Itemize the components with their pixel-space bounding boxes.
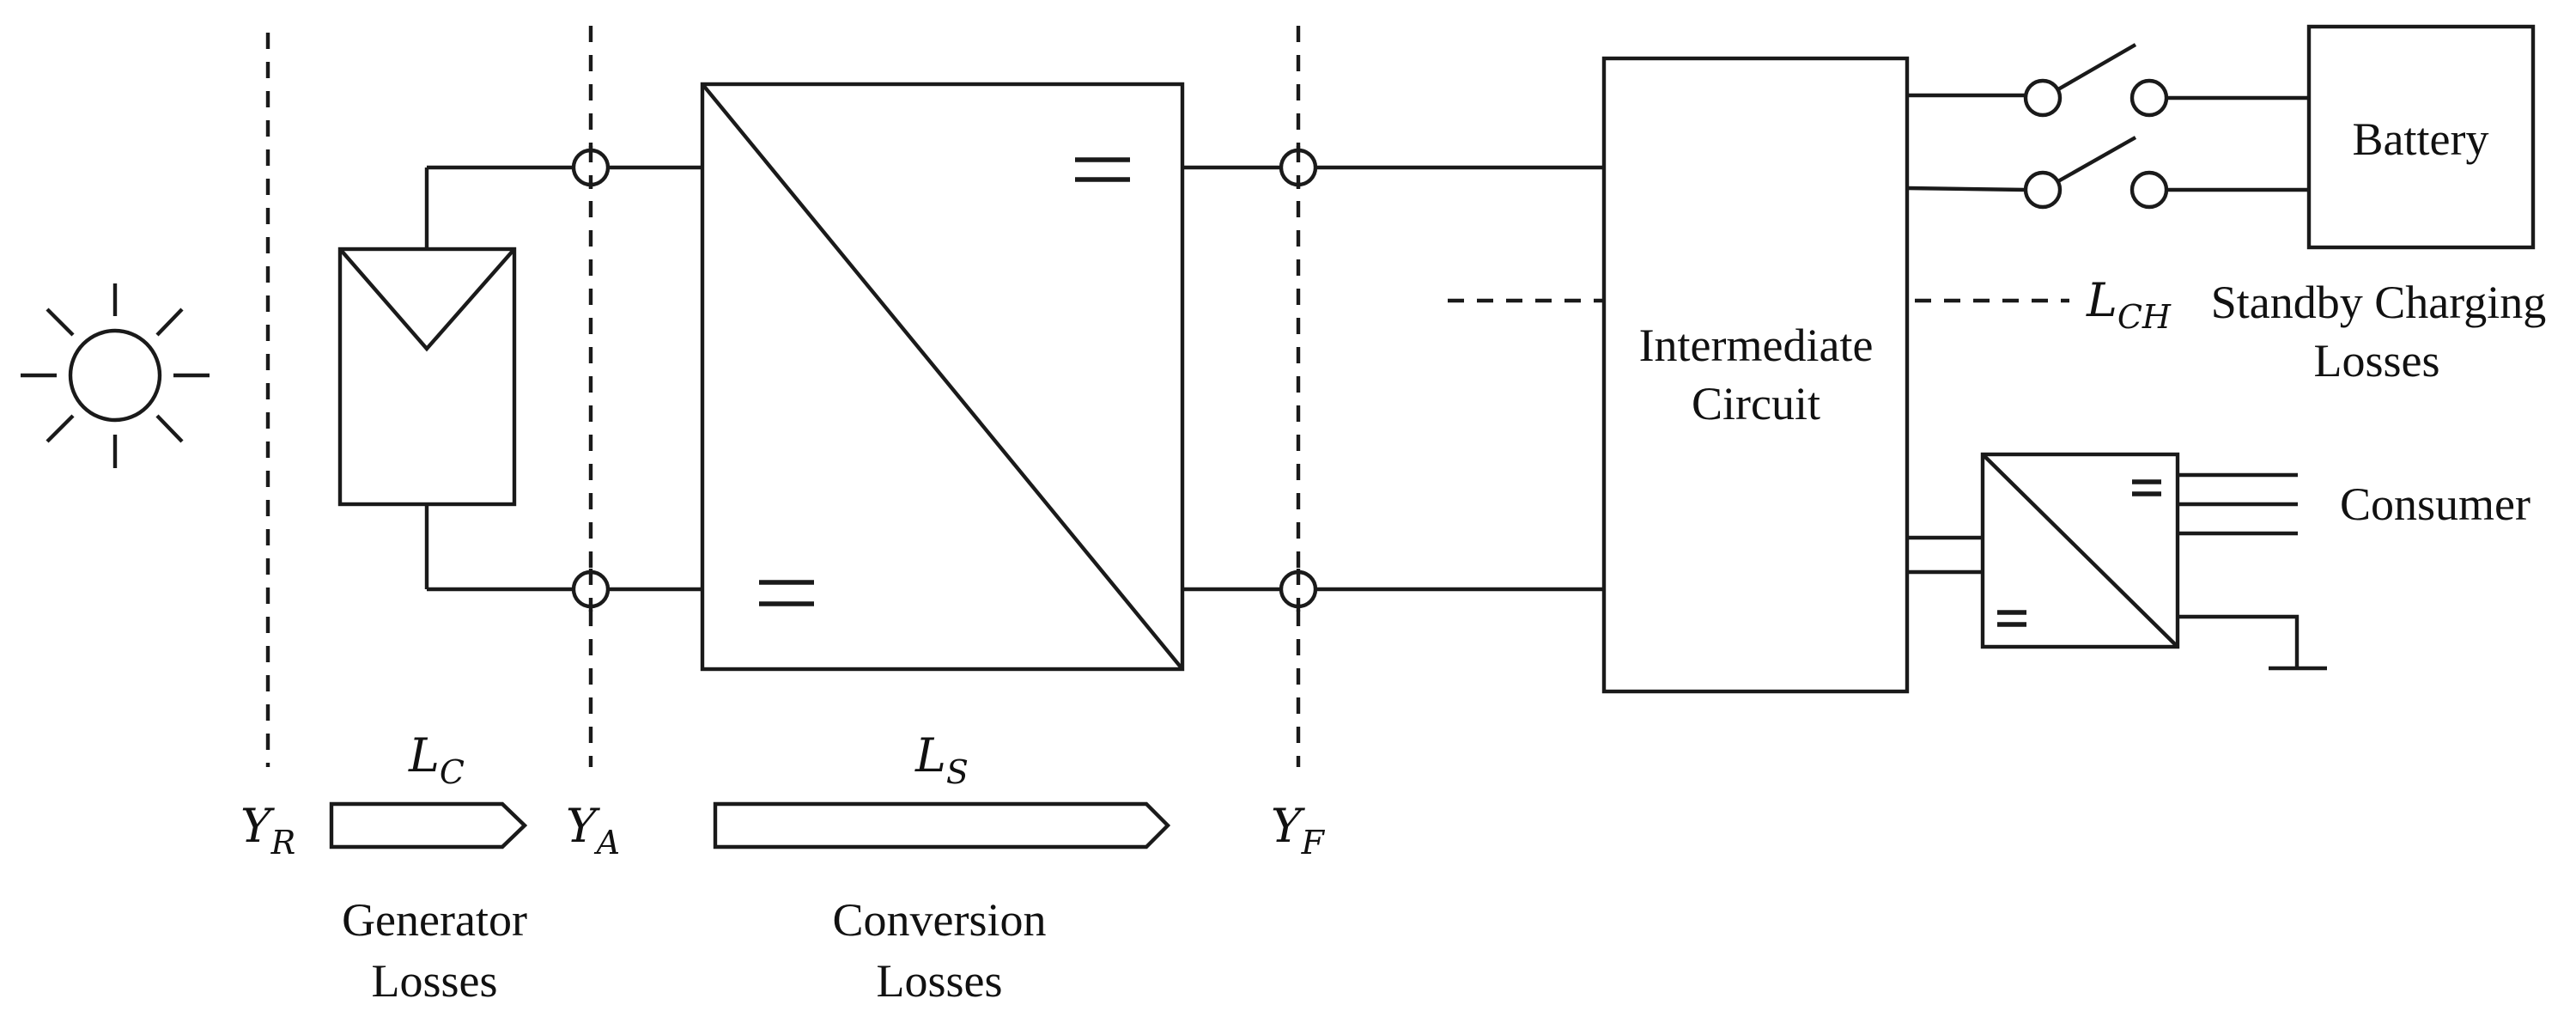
consumer-converter-icon xyxy=(1980,452,2180,649)
loss-arrow-icon xyxy=(713,801,1171,849)
switch-icon xyxy=(2023,136,2169,210)
symbol-y-r: YR xyxy=(240,799,295,862)
symbol-l-ch: LCH xyxy=(2086,273,2172,336)
ground-icon xyxy=(2178,614,2327,671)
conversion-losses-line2: Losses xyxy=(877,955,1003,1007)
dc-dc-converter-icon xyxy=(700,82,1185,672)
symbol-y-a: YA xyxy=(566,799,620,862)
pv-module-icon xyxy=(337,167,517,589)
standby-charging-losses-line2: Losses xyxy=(2314,335,2440,387)
battery-box xyxy=(2306,24,2536,250)
intermediate-circuit-label-line2: Circuit xyxy=(1692,378,1820,429)
generator-losses-line1: Generator xyxy=(342,894,527,946)
switch-icon xyxy=(2023,43,2169,118)
consumer-label: Consumer xyxy=(2340,478,2530,530)
standby-charging-losses-line1: Standby Charging xyxy=(2211,277,2547,328)
generator-losses-line2: Losses xyxy=(372,955,498,1007)
intermediate-circuit-label-line1: Intermediate xyxy=(1639,320,1874,371)
symbol-l-c: LC xyxy=(408,728,465,791)
loss-arrow-icon xyxy=(329,801,528,849)
sun-icon xyxy=(21,283,210,468)
conversion-losses-line1: Conversion xyxy=(833,894,1047,946)
intermediate-circuit-box xyxy=(1601,56,1910,694)
battery-label: Battery xyxy=(2353,113,2489,165)
symbol-y-f: YF xyxy=(1271,799,1326,862)
battery-bottom-wire-left xyxy=(1906,186,2026,192)
symbol-l-s: LS xyxy=(914,728,969,791)
